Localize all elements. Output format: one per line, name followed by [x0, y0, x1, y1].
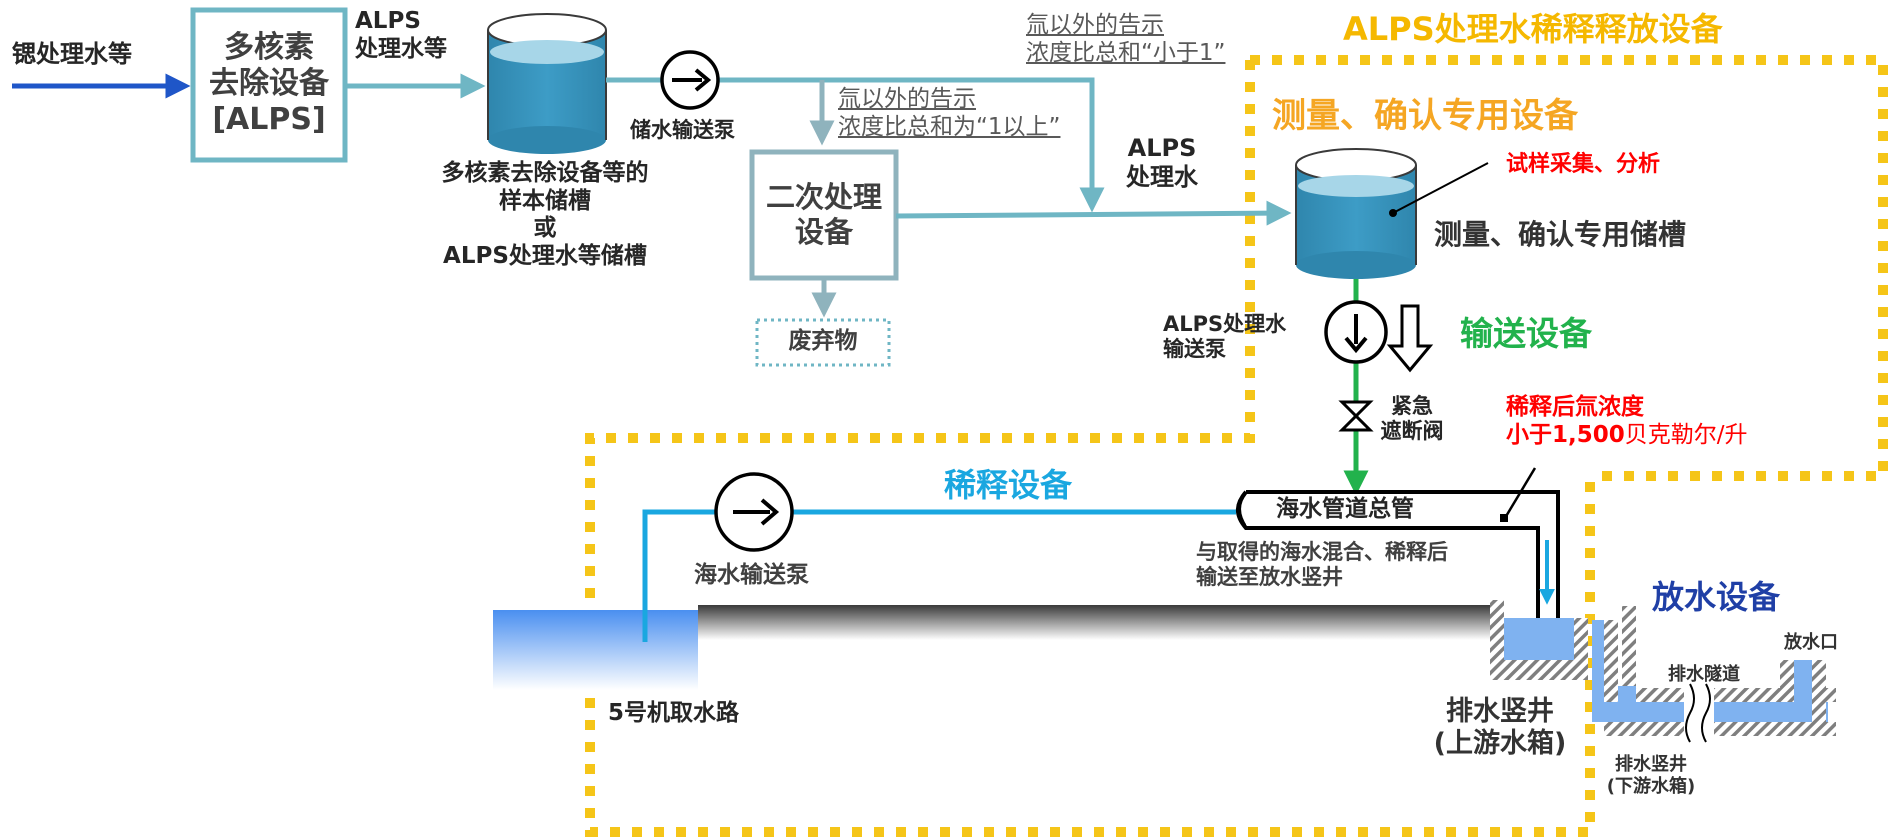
upstream-shaft-label: 排水竖井 (上游水箱)	[1433, 696, 1567, 760]
header-pipe-label: 海水管道总管	[1276, 496, 1414, 522]
sea-pump-label: 海水输送泵	[694, 562, 809, 588]
concentration-value: 小于1,500	[1506, 421, 1625, 448]
alps-pump-icon	[1324, 300, 1388, 364]
alps-box-label: 多核素 去除设备 [ALPS]	[209, 30, 329, 137]
main-flow-line	[606, 77, 1105, 213]
discharge-facility-title: 放水设备	[1652, 578, 1781, 616]
secondary-box-label: 二次处理 设备	[765, 180, 882, 249]
secondary-to-measure-arrow	[895, 200, 1292, 226]
transfer-facility-title: 输送设备	[1460, 314, 1592, 353]
release-facility-border	[1250, 55, 1888, 481]
storage-tank-icon	[487, 13, 607, 154]
dilution-facility-title: 稀释设备	[944, 466, 1073, 504]
downstream-shaft-label: 排水竖井 (下游水箱)	[1606, 754, 1696, 797]
condition-low-label: 氚以外的告示 浓度比总和“小于1”	[1026, 12, 1226, 66]
facility-title: ALPS处理水稀释释放设备	[1343, 10, 1723, 48]
discharge-structure	[1592, 606, 1836, 743]
intake-label: 5号机取水路	[608, 700, 740, 726]
ground	[698, 605, 1498, 640]
measure-tank-label: 测量、确认专用储槽	[1434, 218, 1687, 251]
waste-box	[755, 318, 891, 367]
concentration-unit: 贝克勒尔/升	[1624, 421, 1748, 448]
alps-water-label: ALPS 处理水	[1126, 134, 1198, 191]
mix-label: 与取得的海水混合、稀释后 输送至放水竖井	[1196, 540, 1448, 590]
seawater-line	[642, 509, 1236, 642]
concentration-label: 稀释后氚浓度 小于1,500贝克勒尔/升	[1506, 394, 1748, 448]
valve-label: 紧急 遮断阀	[1380, 394, 1444, 444]
measure-tank-icon	[1295, 148, 1417, 279]
alps-pump-label: ALPS处理水 输送泵	[1163, 312, 1287, 362]
outlet-label: 放水口	[1784, 632, 1838, 653]
input-water-label: 锶处理水等	[12, 40, 132, 68]
secondary-box	[749, 149, 899, 281]
measure-facility-title: 测量、确认专用设备	[1272, 96, 1578, 136]
sea-water	[493, 610, 698, 690]
storage-tank-label: 多核素去除设备等的 样本储槽 或 ALPS处理水等储槽	[441, 160, 649, 269]
sea-pump-icon	[714, 472, 794, 552]
storage-pump-icon	[660, 50, 720, 110]
conc-pointer	[1503, 467, 1537, 519]
sampling-pointer	[1392, 162, 1489, 214]
emergency-valve-icon	[1338, 400, 1374, 432]
alps-treated-label: ALPS 处理水等	[355, 8, 447, 62]
transfer-direction-icon	[1386, 304, 1434, 373]
waste-label: 废弃物	[788, 328, 858, 354]
sampling-label: 试样采集、分析	[1506, 152, 1661, 177]
storage-pump-label: 储水输送泵	[630, 118, 735, 142]
upstream-shaft-hatch-bottom	[1490, 660, 1588, 680]
upstream-shaft-water	[1504, 618, 1574, 660]
tunnel-label: 排水隧道	[1668, 664, 1740, 685]
condition-high-label: 氚以外的告示 浓度比总和为“1以上”	[838, 86, 1061, 140]
